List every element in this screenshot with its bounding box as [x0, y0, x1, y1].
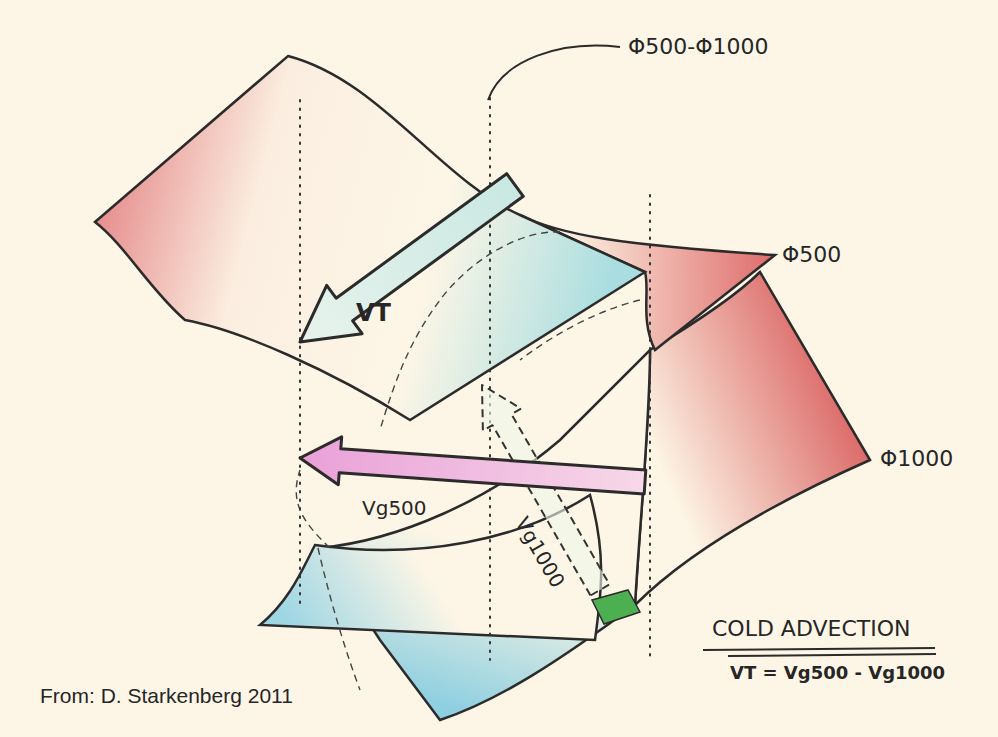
- title-note: COLD ADVECTION: [712, 616, 910, 641]
- credit-note: From: D. Starkenberg 2011: [40, 684, 293, 708]
- vector-label: VT: [356, 300, 391, 328]
- surface-label: Φ500: [782, 242, 841, 267]
- surface-label: Φ1000: [880, 446, 953, 471]
- vector-label: Vg500: [362, 497, 427, 520]
- equation: VT = Vg500 - Vg1000: [730, 663, 945, 684]
- surface-label: Φ500-Φ1000: [628, 34, 769, 59]
